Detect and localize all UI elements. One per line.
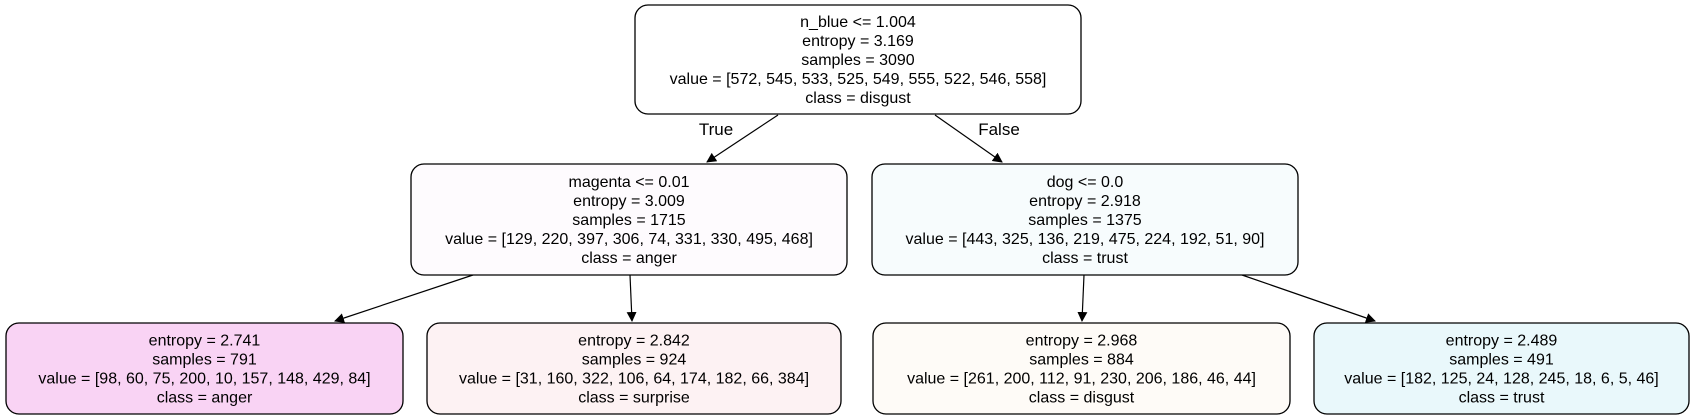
edge-1-3 xyxy=(334,274,474,323)
tree-node-3: entropy = 2.741 samples = 791 value = [98,… xyxy=(5,322,404,415)
node-line: n_blue <= 1.004 xyxy=(800,14,916,31)
node-box xyxy=(410,163,848,276)
node-line: entropy = 2.489 xyxy=(1446,333,1558,350)
node-line: class = anger xyxy=(581,250,677,267)
tree-node-1: magenta <= 0.01 entropy = 3.009 samples = … xyxy=(410,163,848,276)
tree-node-2: dog <= 0.0 entropy = 2.918 samples = 1375 v… xyxy=(871,163,1299,276)
edge-1-4 xyxy=(626,274,637,322)
tree-node-6: entropy = 2.489 samples = 491 value = [182… xyxy=(1313,322,1690,415)
node-line: class = trust xyxy=(1042,250,1128,267)
node-box xyxy=(634,4,1082,115)
node-line: class = disgust xyxy=(1029,390,1135,407)
nodes-layer: n_blue <= 1.004 entropy = 3.169 samples = … xyxy=(5,4,1690,415)
tree-node-0: n_blue <= 1.004 entropy = 3.169 samples = … xyxy=(634,4,1082,115)
node-box xyxy=(5,322,404,415)
edge-2-5 xyxy=(1077,274,1088,322)
node-line: samples = 1715 xyxy=(572,212,686,229)
node-line: samples = 1375 xyxy=(1028,212,1142,229)
edge-label-true: True xyxy=(699,120,733,139)
node-line: class = anger xyxy=(157,390,253,407)
node-line: entropy = 3.169 xyxy=(802,33,914,50)
node-line: samples = 791 xyxy=(152,352,257,369)
node-box xyxy=(871,163,1299,276)
node-line: magenta <= 0.01 xyxy=(569,174,690,191)
node-box xyxy=(872,322,1291,415)
node-line: value = [261, 200, 112, 91, 230, 206, 18… xyxy=(907,371,1256,388)
node-line: entropy = 2.741 xyxy=(149,333,261,350)
edges-layer: True False xyxy=(334,114,1376,323)
tree-node-5: entropy = 2.968 samples = 884 value = [261… xyxy=(872,322,1291,415)
edge-2-6 xyxy=(1241,274,1376,323)
node-line: entropy = 2.968 xyxy=(1026,333,1138,350)
node-line: value = [182, 125, 24, 128, 245, 18, 6, … xyxy=(1344,371,1658,388)
edge-0-1 xyxy=(706,114,779,163)
node-line: value = [98, 60, 75, 200, 10, 157, 148, … xyxy=(38,371,370,388)
node-line: class = surprise xyxy=(578,390,690,407)
node-line: value = [443, 325, 136, 219, 475, 224, 1… xyxy=(906,231,1265,248)
node-line: class = trust xyxy=(1459,390,1545,407)
node-box xyxy=(1313,322,1690,415)
node-line: samples = 491 xyxy=(1449,352,1554,369)
node-line: samples = 924 xyxy=(582,352,687,369)
edge-label-false: False xyxy=(978,120,1020,139)
node-line: value = [31, 160, 322, 106, 64, 174, 182… xyxy=(459,371,809,388)
node-line: value = [572, 545, 533, 525, 549, 555, 5… xyxy=(670,71,1047,88)
node-line: samples = 884 xyxy=(1029,352,1134,369)
node-line: value = [129, 220, 397, 306, 74, 331, 33… xyxy=(445,231,813,248)
tree-node-4: entropy = 2.842 samples = 924 value = [31,… xyxy=(426,322,842,415)
node-line: samples = 3090 xyxy=(801,52,915,69)
node-line: dog <= 0.0 xyxy=(1047,174,1124,191)
node-line: entropy = 2.842 xyxy=(578,333,690,350)
node-box xyxy=(426,322,842,415)
node-line: entropy = 3.009 xyxy=(573,193,685,210)
edge-0-2 xyxy=(934,114,1003,163)
node-line: entropy = 2.918 xyxy=(1029,193,1141,210)
node-line: class = disgust xyxy=(805,90,911,107)
